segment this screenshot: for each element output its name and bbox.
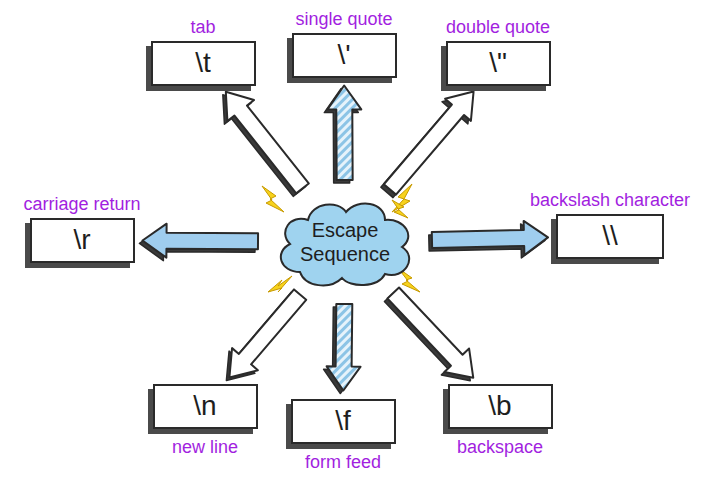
escape-box: \bbackspace — [448, 384, 553, 429]
block-arrow — [327, 304, 361, 391]
cloud-path — [281, 204, 409, 286]
escape-box: \nnew line — [153, 384, 258, 429]
block-arrow — [143, 224, 259, 258]
escape-label: backslash character — [530, 190, 690, 211]
escape-box: \'single quote — [292, 33, 397, 78]
arrow-group — [140, 224, 259, 261]
escape-code: \r — [73, 224, 90, 256]
lightning-bolt — [262, 186, 284, 212]
block-arrow — [432, 221, 548, 255]
arrow-group — [381, 92, 474, 198]
escape-box: \\backslash character — [556, 214, 664, 259]
block-arrow — [387, 288, 473, 378]
escape-box: \"double quote — [446, 41, 551, 86]
escape-code: \f — [335, 405, 351, 437]
arrow-group — [324, 304, 361, 394]
escape-code: \b — [488, 390, 511, 422]
lightning-bolt — [392, 200, 408, 218]
arrow-group — [223, 92, 309, 197]
escape-label: single quote — [295, 9, 392, 30]
escape-label: tab — [190, 17, 215, 38]
block-arrow — [327, 86, 361, 181]
block-arrow — [226, 92, 309, 194]
escape-label: form feed — [305, 452, 381, 473]
escape-code: \n — [193, 390, 216, 422]
block-arrow — [384, 92, 474, 195]
arrow-group — [324, 86, 361, 184]
arrow-group — [429, 221, 548, 258]
escape-label: carriage return — [23, 194, 140, 215]
escape-label: backspace — [457, 437, 543, 458]
arrow-group — [384, 288, 473, 381]
arrow-group — [226, 289, 306, 380]
escape-box: \rcarriage return — [30, 218, 135, 263]
cloud-outline — [270, 192, 420, 292]
escape-code: \' — [337, 39, 350, 71]
escape-code: \t — [195, 47, 211, 79]
lightning-bolt — [268, 276, 292, 292]
escape-box: \ttab — [151, 41, 256, 86]
cloud-title: Escape Sequence — [297, 218, 393, 266]
escape-code: \\ — [602, 220, 618, 252]
block-arrow — [229, 289, 306, 377]
escape-code: \" — [489, 47, 507, 79]
escape-label: double quote — [446, 17, 550, 38]
escape-label: new line — [172, 437, 238, 458]
escape-box: \fform feed — [291, 399, 396, 444]
cloud-shape: Escape Sequence — [270, 192, 420, 292]
